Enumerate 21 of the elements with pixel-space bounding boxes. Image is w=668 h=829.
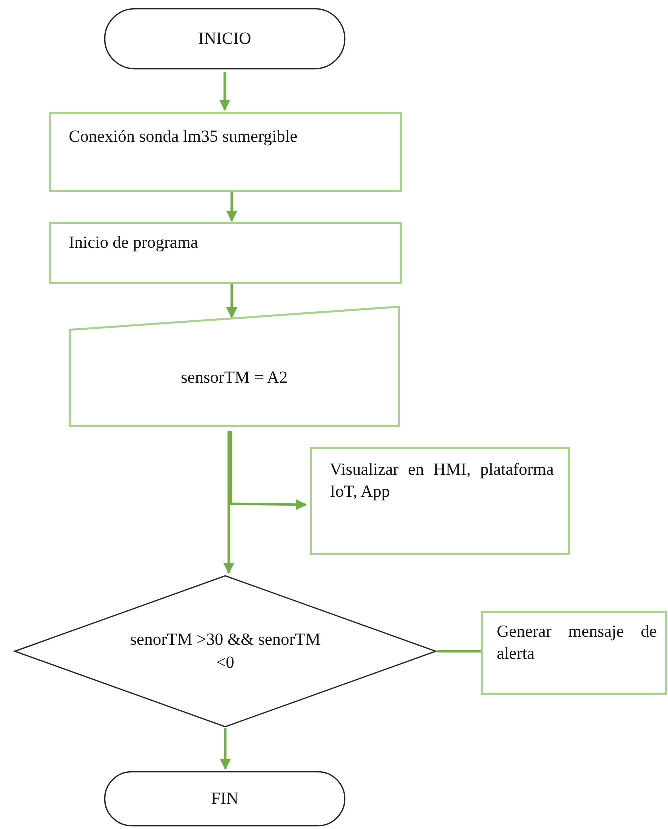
process-box [49, 222, 402, 284]
connector-line [437, 650, 481, 653]
node-text: Conexión sonda lm35 sumergible [69, 126, 299, 148]
node-text: FIN [210, 788, 240, 810]
node-text: sensorTM = A2 [180, 367, 289, 390]
node-text: senorTM >30 && senorTM <0 [129, 629, 322, 674]
arrow [226, 284, 238, 319]
node-text: INICIO [198, 28, 252, 50]
arrow [220, 728, 232, 770]
arrow [223, 431, 235, 574]
node-text: Visualizar en HMI, plataforma IoT, App [330, 459, 554, 504]
process-box [49, 112, 402, 192]
node-text: Inicio de programa [69, 232, 200, 254]
process-box [481, 611, 667, 695]
arrow [219, 72, 231, 112]
arrow [230, 431, 308, 510]
decision-diamond [14, 575, 437, 728]
manual-input-shape [69, 306, 400, 427]
arrow [226, 192, 238, 222]
node-text: Generar mensaje de alerta [497, 621, 657, 666]
process-box [310, 447, 570, 555]
